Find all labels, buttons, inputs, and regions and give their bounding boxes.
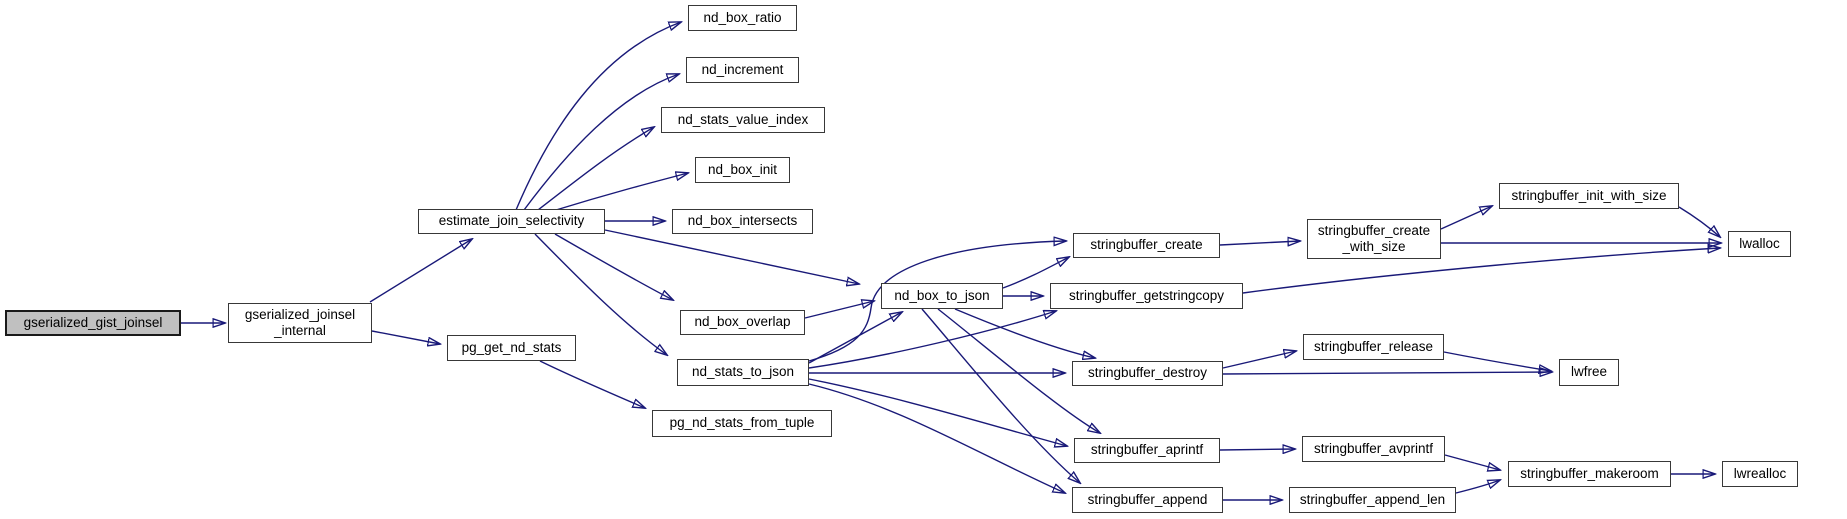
edge-estimate_join_selectivity-to-nd_box_to_json bbox=[604, 229, 859, 284]
node-label: nd_box_overlap bbox=[694, 314, 791, 330]
node-gserialized-gist-joinsel: gserialized_gist_joinsel bbox=[5, 310, 181, 336]
node-nd-box-ratio[interactable]: nd_box_ratio bbox=[688, 5, 797, 31]
node-stringbuffer-getstringcopy[interactable]: stringbuffer_getstringcopy bbox=[1050, 283, 1243, 309]
node-stringbuffer-init-with-size[interactable]: stringbuffer_init_with_size bbox=[1499, 183, 1679, 209]
node-stringbuffer-release[interactable]: stringbuffer_release bbox=[1303, 334, 1444, 360]
node-label: lwrealloc bbox=[1733, 465, 1787, 481]
node-stringbuffer-create[interactable]: stringbuffer_create bbox=[1073, 233, 1220, 258]
node-label: stringbuffer_destroy bbox=[1087, 365, 1208, 381]
node-label: stringbuffer_init_with_size bbox=[1511, 187, 1667, 203]
edge-estimate_join_selectivity-to-nd_stats_to_json bbox=[534, 233, 667, 355]
node-nd-box-intersects[interactable]: nd_box_intersects bbox=[672, 209, 813, 234]
node-label-line1: stringbuffer_create bbox=[1317, 222, 1431, 238]
node-label: stringbuffer_append_len bbox=[1299, 491, 1446, 507]
edge-nd_stats_to_json-to-stringbuffer_aprintf bbox=[808, 378, 1067, 446]
node-pg-get-nd-stats[interactable]: pg_get_nd_stats bbox=[447, 335, 576, 361]
node-nd-box-to-json[interactable]: nd_box_to_json bbox=[881, 283, 1003, 309]
node-label-line1: gserialized_joinsel bbox=[244, 306, 356, 322]
edge-stringbuffer_getstringcopy-to-lwalloc bbox=[1242, 248, 1720, 294]
node-stringbuffer-makeroom[interactable]: stringbuffer_makeroom bbox=[1508, 461, 1671, 487]
node-label: stringbuffer_makeroom bbox=[1520, 465, 1659, 481]
edge-pg_get_nd_stats-to-pg_nd_stats_from_tuple bbox=[539, 360, 645, 408]
node-nd-increment[interactable]: nd_increment bbox=[686, 57, 799, 83]
edge-estimate_join_selectivity-to-nd_box_ratio bbox=[515, 22, 681, 211]
node-stringbuffer-aprintf[interactable]: stringbuffer_aprintf bbox=[1074, 438, 1220, 463]
node-pg-nd-stats-from-tuple[interactable]: pg_nd_stats_from_tuple bbox=[652, 410, 832, 437]
edge-nd_stats_to_json-to-stringbuffer_create bbox=[808, 241, 1066, 362]
edge-nd_box_overlap-to-nd_box_to_json bbox=[804, 301, 874, 319]
node-label: lwfree bbox=[1570, 364, 1607, 380]
node-label: pg_get_nd_stats bbox=[461, 339, 562, 355]
edge-nd_stats_to_json-to-nd_box_to_json bbox=[808, 312, 902, 364]
edge-stringbuffer_init_with_size-to-lwalloc bbox=[1678, 206, 1720, 237]
edge-stringbuffer_create_with_size-to-stringbuffer_init_with_size bbox=[1440, 206, 1492, 230]
edge-gserialized_joinsel_internal-to-estimate_join_selectivity bbox=[369, 239, 472, 303]
node-label: nd_box_to_json bbox=[894, 287, 990, 303]
edge-nd_box_to_json-to-stringbuffer_append bbox=[921, 308, 1080, 483]
node-lwfree[interactable]: lwfree bbox=[1559, 359, 1619, 386]
edge-stringbuffer_destroy-to-lwfree bbox=[1222, 372, 1552, 374]
edge-nd_stats_to_json-to-stringbuffer_getstringcopy bbox=[808, 311, 1056, 369]
node-stringbuffer-destroy[interactable]: stringbuffer_destroy bbox=[1072, 361, 1223, 386]
node-nd-stats-value-index[interactable]: nd_stats_value_index bbox=[661, 107, 825, 133]
edge-nd_box_to_json-to-stringbuffer_aprintf bbox=[937, 308, 1100, 433]
edge-estimate_join_selectivity-to-nd_box_init bbox=[555, 173, 688, 211]
edge-stringbuffer_avprintf-to-stringbuffer_makeroom bbox=[1444, 454, 1500, 470]
node-lwalloc[interactable]: lwalloc bbox=[1728, 231, 1791, 257]
edge-estimate_join_selectivity-to-nd_box_overlap bbox=[554, 233, 673, 300]
node-label: nd_box_intersects bbox=[687, 213, 798, 229]
node-lwrealloc[interactable]: lwrealloc bbox=[1722, 461, 1798, 487]
node-label: gserialized_gist_joinsel bbox=[23, 314, 163, 330]
node-gserialized-joinsel-internal[interactable]: gserialized_joinsel _internal bbox=[228, 303, 372, 343]
node-stringbuffer-append-len[interactable]: stringbuffer_append_len bbox=[1289, 487, 1456, 513]
node-label: nd_stats_to_json bbox=[691, 364, 795, 380]
node-stringbuffer-avprintf[interactable]: stringbuffer_avprintf bbox=[1302, 436, 1445, 462]
node-label: nd_box_init bbox=[707, 161, 778, 177]
node-label: nd_stats_value_index bbox=[677, 111, 809, 127]
edge-stringbuffer_destroy-to-stringbuffer_release bbox=[1222, 351, 1296, 369]
node-label: nd_increment bbox=[701, 61, 784, 77]
node-stringbuffer-create-with-size[interactable]: stringbuffer_create _with_size bbox=[1307, 219, 1441, 259]
node-nd-box-overlap[interactable]: nd_box_overlap bbox=[680, 310, 805, 335]
edge-nd_box_to_json-to-stringbuffer_create bbox=[1002, 257, 1069, 289]
edge-stringbuffer_create-to-stringbuffer_create_with_size bbox=[1219, 241, 1300, 245]
node-label: stringbuffer_create bbox=[1090, 237, 1203, 253]
node-stringbuffer-append[interactable]: stringbuffer_append bbox=[1072, 487, 1223, 513]
edge-nd_box_to_json-to-stringbuffer_destroy bbox=[954, 308, 1095, 358]
edge-stringbuffer_aprintf-to-stringbuffer_avprintf bbox=[1219, 449, 1295, 450]
node-label: stringbuffer_append bbox=[1087, 491, 1208, 507]
node-label: pg_nd_stats_from_tuple bbox=[669, 415, 815, 431]
edge-stringbuffer_append_len-to-stringbuffer_makeroom bbox=[1455, 480, 1500, 494]
node-label: stringbuffer_getstringcopy bbox=[1068, 287, 1225, 303]
node-label-line2: _internal bbox=[274, 323, 326, 338]
edge-nd_stats_to_json-to-stringbuffer_append bbox=[808, 383, 1065, 493]
node-label: stringbuffer_release bbox=[1313, 338, 1434, 354]
edge-stringbuffer_release-to-lwfree bbox=[1443, 351, 1551, 371]
node-label: stringbuffer_avprintf bbox=[1313, 440, 1434, 456]
edge-estimate_join_selectivity-to-nd_increment bbox=[523, 74, 679, 211]
node-label: nd_box_ratio bbox=[703, 9, 782, 25]
node-label: lwalloc bbox=[1739, 235, 1780, 251]
edge-estimate_join_selectivity-to-nd_stats_value_index bbox=[537, 127, 654, 211]
node-label-line2: _with_size bbox=[1342, 239, 1406, 254]
node-nd-box-init[interactable]: nd_box_init bbox=[695, 157, 790, 183]
edge-gserialized_joinsel_internal-to-pg_get_nd_stats bbox=[371, 330, 440, 344]
node-label: stringbuffer_aprintf bbox=[1090, 442, 1204, 458]
node-estimate-join-selectivity[interactable]: estimate_join_selectivity bbox=[418, 209, 605, 234]
node-nd-stats-to-json[interactable]: nd_stats_to_json bbox=[677, 359, 809, 386]
node-label: estimate_join_selectivity bbox=[438, 213, 585, 229]
